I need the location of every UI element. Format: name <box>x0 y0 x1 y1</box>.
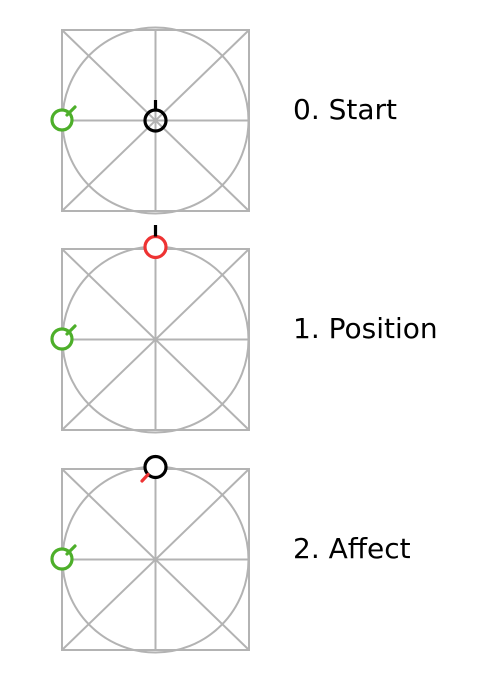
reference-grid <box>61 26 250 215</box>
step-label-position: 1. Position <box>293 312 438 345</box>
reference-grid <box>61 245 250 434</box>
black-marker <box>140 454 168 483</box>
diagram-position <box>50 225 250 434</box>
diagram-affect <box>50 454 250 654</box>
red-marker-tick <box>140 472 150 483</box>
green-marker <box>50 105 77 132</box>
green-marker-tick <box>65 324 77 336</box>
green-marker-tick <box>65 105 77 117</box>
black-marker <box>143 100 168 133</box>
red-marker <box>143 225 168 260</box>
step-panel-affect: 2. Affect <box>0 439 500 659</box>
diagram-start <box>50 26 250 215</box>
green-marker-tick <box>65 544 77 556</box>
green-marker <box>50 324 77 351</box>
step-label-affect: 2. Affect <box>293 532 411 565</box>
black-marker-ring <box>143 454 168 480</box>
step-panel-position: 1. Position <box>0 219 500 439</box>
red-marker-ring <box>143 234 168 260</box>
step-panel-start: 0. Start <box>0 0 500 220</box>
step-label-start: 0. Start <box>293 93 398 126</box>
green-marker <box>50 544 77 571</box>
reference-grid <box>61 465 250 654</box>
